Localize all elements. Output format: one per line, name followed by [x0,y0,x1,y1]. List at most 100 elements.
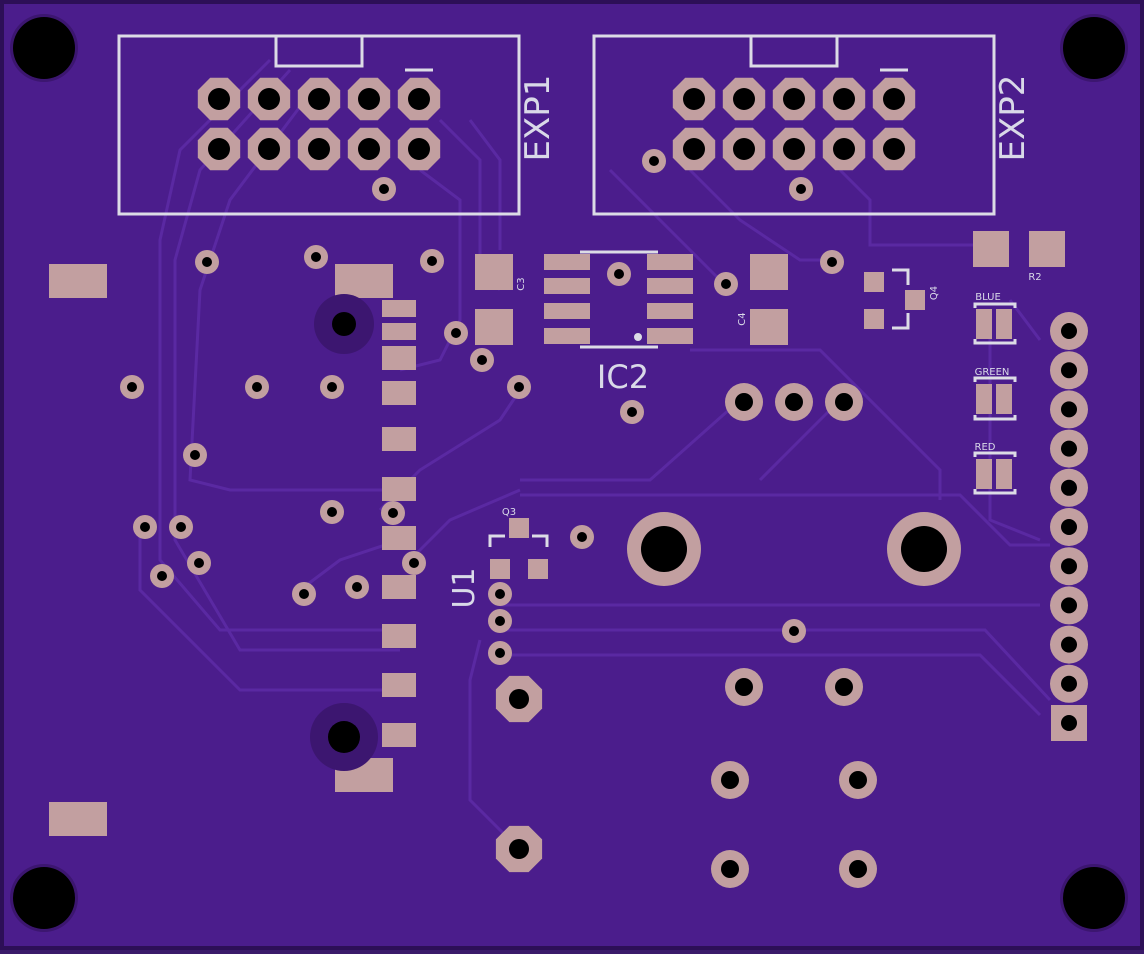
ic2-pin-pad [544,278,590,294]
smd-pads [49,231,1065,836]
through-hole-pad [711,761,749,799]
led-pad [996,309,1012,339]
through-hole-pad [775,383,813,421]
edge-header-pad [1050,547,1088,586]
r2-pad [973,231,1009,267]
ic2-outline [580,250,658,349]
edge-header-pad [1050,312,1088,350]
led-pad [976,309,992,339]
edge-header-pad [1050,664,1088,703]
u1-module-pad [382,624,416,648]
copper-traces [138,58,1052,842]
via [402,551,426,575]
header-pad [672,127,716,171]
header-pad [297,77,341,121]
header-pad [772,127,816,171]
exp2-label: EXP2 [993,75,1033,162]
header-pad [872,77,916,121]
via [292,582,316,606]
ic2-pin-pad [647,303,693,319]
u1-module-pad [382,723,416,747]
via [507,375,531,399]
via [488,582,512,606]
via [195,250,219,274]
u1-module-pad [382,427,416,451]
led-pad [976,384,992,414]
edge-header-pad [1050,351,1088,390]
led-red-label: RED [975,442,996,453]
led-blue-label: BLUE [975,292,1001,303]
through-hole-pad [725,668,763,706]
edge-pad [49,802,107,836]
led-green-outline [973,376,1017,421]
board-substrate [4,4,1140,946]
q4-pad [864,309,884,329]
header-pad [822,77,866,121]
via [320,500,344,524]
ic2-pin1-dot [634,333,642,341]
q3-pad [490,559,510,579]
header-pad [297,127,341,171]
ic2-label: IC2 [597,358,649,396]
r2-pad [1029,231,1065,267]
c4-pad [750,254,788,290]
via [245,375,269,399]
mounting-hole [10,864,78,932]
header-pad [722,127,766,171]
octagon-pad [495,675,543,723]
via [470,348,494,372]
edge-header-pad [1051,705,1087,741]
via [782,619,806,643]
exp1-outline [117,34,521,216]
edge-header-pad [1050,468,1088,507]
through-hole-pads [711,312,1088,888]
q4-label: Q4 [929,286,940,300]
led-pad [976,459,992,489]
via [372,177,396,201]
ic2-pin-pad [544,328,590,344]
led-pad [996,384,1012,414]
u1-module-pad [382,381,416,405]
via [488,641,512,665]
u1-module-pad [382,323,416,340]
via [187,551,211,575]
via [570,525,594,549]
header-pad [772,77,816,121]
u1-module-pad [382,300,416,317]
header-pad [397,77,441,121]
u1-mount-hole [314,294,374,354]
edge-header-pad [1050,625,1088,664]
exp2-key [749,36,839,68]
edge-header-pad [1050,390,1088,429]
header-pad [672,77,716,121]
mounting-hole [1060,864,1128,932]
edge-header-pad [1050,508,1088,546]
ic2-pin-pad [544,303,590,319]
q4-pad [864,272,884,292]
q4-pad [905,290,925,310]
via [150,564,174,588]
via [714,272,738,296]
via [444,321,468,345]
octagon-pad [495,825,543,873]
c4-label: C4 [737,312,748,325]
q3-outline [488,534,549,547]
mounting-hole [10,14,78,82]
via [607,262,631,286]
exp2-connector [592,34,996,216]
via [169,515,193,539]
header-pad [197,127,241,171]
led-pad [996,459,1012,489]
exp1-connector [117,34,521,216]
large-pad [627,512,701,586]
u1-module-pad [382,673,416,697]
via [642,149,666,173]
ic2-pin-pad [647,254,693,270]
q3-label: Q3 [502,507,516,518]
via [381,501,405,525]
header-pad [247,77,291,121]
u1-pad [335,264,393,298]
header-pad [822,127,866,171]
header-pad [872,127,916,171]
